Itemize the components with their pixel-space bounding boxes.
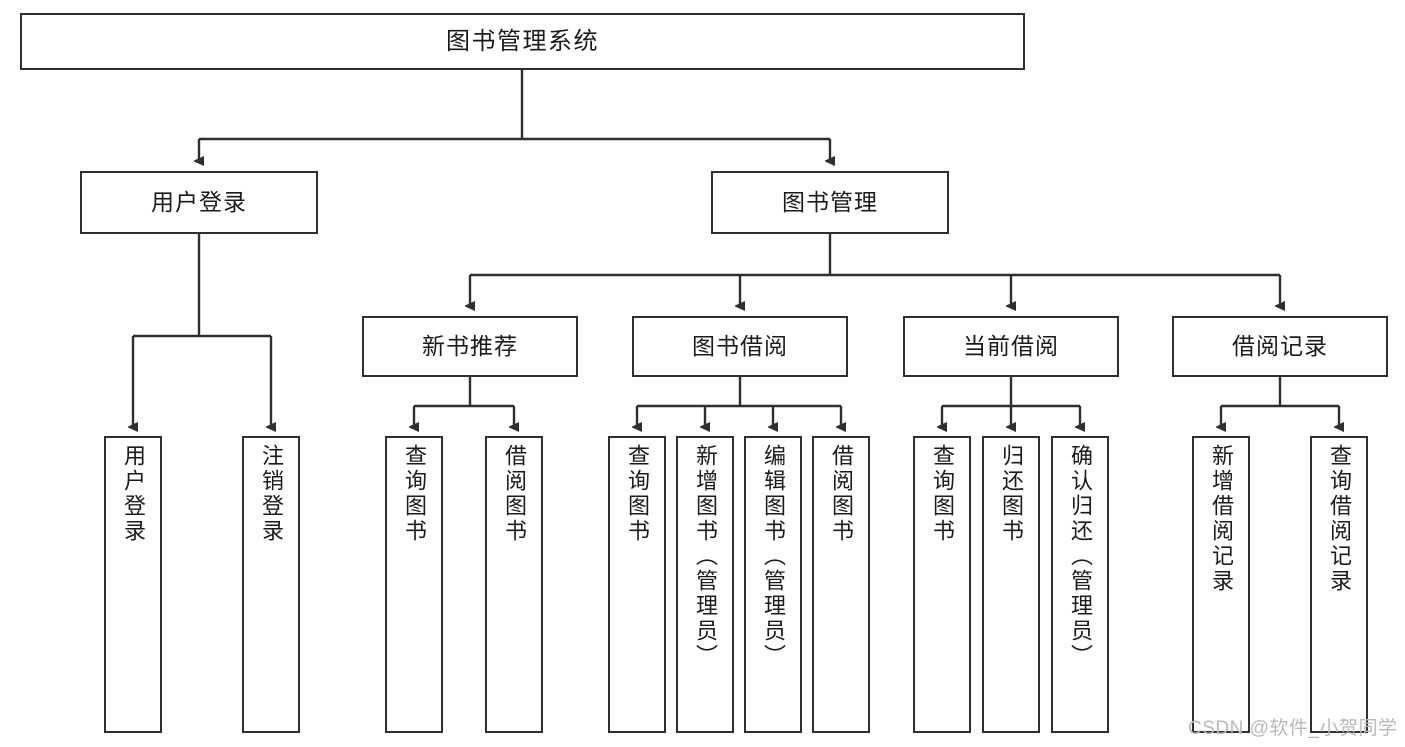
- node-label: 注销登录: [259, 444, 284, 544]
- leaf-query-book-current[interactable]: 查询图书: [913, 436, 971, 733]
- node-label: 编辑图书（管理员）: [761, 444, 786, 669]
- leaf-add-book-admin[interactable]: 新增图书（管理员）: [676, 436, 734, 733]
- leaf-borrow-book-recommend[interactable]: 借阅图书: [485, 436, 543, 733]
- node-new-book-recommend[interactable]: 新书推荐: [362, 316, 578, 377]
- leaf-user-login[interactable]: 用户登录: [104, 436, 162, 733]
- node-label: 借阅图书: [502, 444, 527, 544]
- leaf-query-borrow-record[interactable]: 查询借阅记录: [1310, 436, 1368, 733]
- leaf-add-borrow-record[interactable]: 新增借阅记录: [1192, 436, 1250, 733]
- leaf-confirm-return-admin[interactable]: 确认归还（管理员）: [1051, 436, 1109, 733]
- node-book-management[interactable]: 图书管理: [711, 171, 949, 234]
- leaf-logout[interactable]: 注销登录: [242, 436, 300, 733]
- node-label: 归还图书: [999, 444, 1024, 544]
- node-label: 当前借阅: [963, 333, 1059, 360]
- node-book-borrow[interactable]: 图书借阅: [632, 316, 848, 377]
- node-label: 查询图书: [625, 444, 650, 544]
- leaf-edit-book-admin[interactable]: 编辑图书（管理员）: [744, 436, 802, 733]
- node-label: 用户登录: [151, 189, 247, 216]
- leaf-return-book[interactable]: 归还图书: [982, 436, 1040, 733]
- node-label: 新书推荐: [422, 333, 518, 360]
- node-label: 图书管理系统: [446, 27, 599, 55]
- leaf-query-book-recommend[interactable]: 查询图书: [385, 436, 443, 733]
- node-label: 新增借阅记录: [1209, 444, 1234, 594]
- node-label: 图书借阅: [692, 333, 788, 360]
- node-label: 借阅记录: [1232, 333, 1328, 360]
- node-borrow-record[interactable]: 借阅记录: [1172, 316, 1388, 377]
- node-label: 新增图书（管理员）: [693, 444, 718, 669]
- node-label: 查询图书: [402, 444, 427, 544]
- node-label: 用户登录: [121, 444, 146, 544]
- node-current-borrow[interactable]: 当前借阅: [903, 316, 1119, 377]
- csdn-watermark: CSDN @软件_小贺同学: [1188, 718, 1398, 739]
- node-label: 借阅图书: [829, 444, 854, 544]
- node-label: 图书管理: [782, 189, 878, 216]
- node-label: 确认归还（管理员）: [1068, 444, 1093, 669]
- node-label: 查询借阅记录: [1327, 444, 1352, 594]
- node-user-login[interactable]: 用户登录: [80, 171, 318, 234]
- leaf-query-book-borrow[interactable]: 查询图书: [608, 436, 666, 733]
- node-root-system[interactable]: 图书管理系统: [20, 13, 1025, 70]
- leaf-borrow-book[interactable]: 借阅图书: [812, 436, 870, 733]
- node-label: 查询图书: [930, 444, 955, 544]
